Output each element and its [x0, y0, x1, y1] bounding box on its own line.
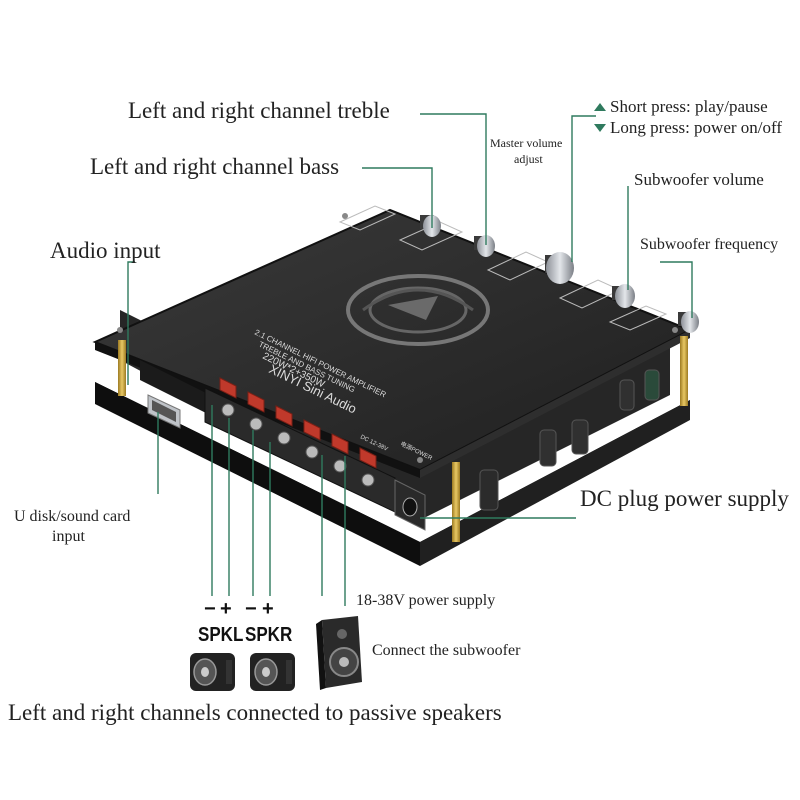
- usb-port: [147, 394, 181, 429]
- spkl-plus-sign: +: [220, 598, 232, 620]
- speaker-left-icon: [190, 653, 235, 691]
- label-power-supply: 18-38V power supply: [356, 592, 496, 609]
- label-spkl: SPKL: [198, 624, 244, 646]
- gold-standoffs: [118, 336, 688, 542]
- top-plate-edge-right: [420, 330, 690, 478]
- leader-bass: [362, 167, 433, 228]
- leader-master: [571, 115, 596, 262]
- label-audio-input: Audio input: [50, 238, 161, 263]
- label-dc-plug: DC plug power supply: [580, 486, 789, 511]
- label-connect-subwoofer: Connect the subwoofer: [372, 642, 521, 659]
- arrow-up-icon: [594, 103, 606, 111]
- board-logo: [346, 274, 490, 346]
- knob-master-volume: [545, 252, 574, 284]
- label-subwoofer-volume: Subwoofer volume: [634, 170, 764, 189]
- leader-lines: [127, 113, 693, 606]
- screws: [117, 213, 678, 463]
- knob-subwoofer-frequency: [678, 311, 699, 333]
- pcb-side-right: [420, 400, 690, 566]
- label-subwoofer-frequency: Subwoofer frequency: [640, 236, 779, 253]
- capacitors: [479, 369, 660, 511]
- spkr-minus-sign: −: [245, 598, 257, 620]
- leader-audio-input: [127, 261, 135, 385]
- label-udisk-1: U disk/sound card: [14, 508, 131, 525]
- label-master-volume-2: adjust: [514, 152, 543, 166]
- speaker-right-icon: [250, 653, 295, 691]
- label-udisk-2: input: [52, 528, 85, 545]
- leader-sub-freq: [660, 261, 693, 318]
- knob-bass: [474, 235, 495, 257]
- label-passive-speakers: Left and right channels connected to pas…: [8, 700, 502, 725]
- pcb-side-front: [95, 382, 420, 566]
- label-master-volume-1: Master volume: [490, 136, 563, 150]
- subwoofer-icon: [316, 616, 362, 690]
- label-short-press: Short press: play/pause: [610, 97, 768, 116]
- dc-jack: [394, 479, 426, 531]
- spkr-plus-sign: +: [262, 598, 274, 620]
- leader-treble: [420, 113, 487, 245]
- arrow-down-icon: [594, 124, 606, 132]
- knob-subwoofer-volume: [612, 284, 635, 308]
- label-spkr: SPKR: [245, 624, 293, 646]
- terminal-block: [204, 377, 396, 513]
- label-bass: Left and right channel bass: [90, 154, 340, 179]
- label-long-press: Long press: power on/off: [610, 118, 783, 137]
- label-treble: Left and right channel treble: [128, 98, 390, 123]
- spkl-minus-sign: −: [204, 598, 216, 620]
